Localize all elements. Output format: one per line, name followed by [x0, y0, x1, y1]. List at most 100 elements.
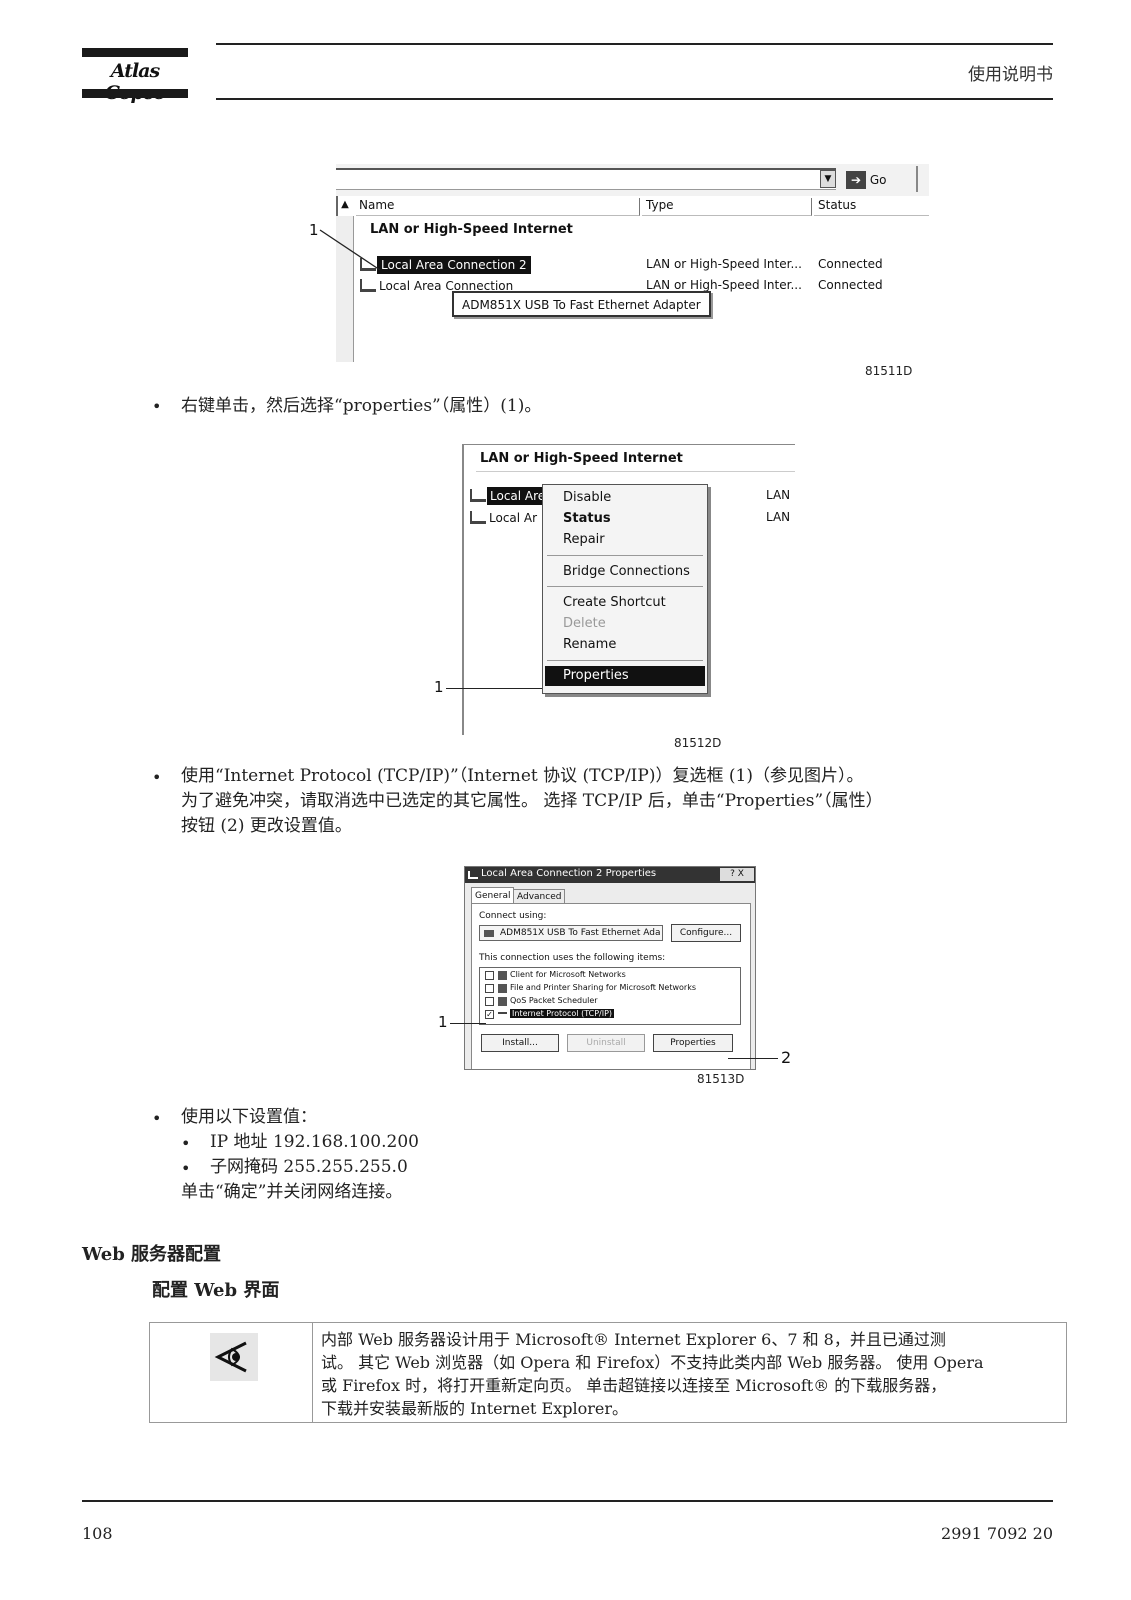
scrollbar-track[interactable] — [336, 216, 354, 362]
properties-button-label: Properties — [670, 1038, 716, 1048]
scroll-up-arrow[interactable]: ▲ — [341, 199, 349, 210]
items-label: This connection uses the following items… — [479, 953, 666, 963]
help-close-buttons[interactable]: ? X — [720, 868, 754, 881]
tab-advanced-label: Advanced — [517, 892, 562, 902]
list-item[interactable]: Local Area Connection — [360, 277, 530, 295]
subnet-mask-setting: 子网掩码 255.255.255.0 — [210, 1157, 408, 1177]
callout-number: 1 — [434, 678, 444, 696]
step-right-click: 右键单击，然后选择“properties”（属性）(1)。 — [181, 396, 542, 416]
row-name: Local Ar — [489, 511, 538, 525]
menu-separator — [547, 660, 703, 661]
menu-item-properties[interactable]: Properties — [545, 666, 705, 686]
network-connection-icon — [360, 279, 376, 292]
callout-leader-line — [728, 1058, 778, 1059]
footer-rule — [82, 1500, 1053, 1502]
dialog-titlebar: Local Area Connection 2 Properties ? X — [465, 867, 755, 883]
row-type: LAN — [766, 488, 791, 502]
item-label: File and Printer Sharing for Microsoft N… — [510, 983, 696, 992]
column-header-type[interactable]: Type — [642, 198, 812, 216]
section-title: Web 服务器配置 — [82, 1244, 222, 1265]
adapter-icon — [484, 930, 494, 937]
ip-address-setting: IP 地址 192.168.100.200 — [210, 1132, 419, 1152]
menu-item-create-shortcut[interactable]: Create Shortcut — [563, 595, 666, 610]
checkbox-checked[interactable]: ✓ — [485, 1010, 494, 1019]
checkbox[interactable] — [485, 971, 494, 980]
tab-general[interactable]: General — [471, 887, 515, 903]
page-number: 108 — [82, 1524, 113, 1543]
note-line: 下载并安装最新版的 Internet Explorer。 — [321, 1399, 629, 1418]
atlas-copco-logo: Atlas Copco — [82, 48, 188, 104]
address-bar[interactable] — [336, 168, 836, 190]
note-box: 内部 Web 服务器设计用于 Microsoft® Internet Explo… — [149, 1322, 1067, 1423]
manual-label: 使用说明书 — [968, 65, 1053, 85]
install-button[interactable]: Install... — [481, 1034, 559, 1052]
dialog-title: Local Area Connection 2 Properties — [481, 868, 657, 879]
header-rule-bottom — [216, 98, 1053, 100]
menu-item-disable[interactable]: Disable — [563, 490, 612, 505]
figure-code: 81512D — [674, 736, 722, 750]
network-component-icon — [498, 997, 507, 1006]
context-menu: Disable Status Repair Bridge Connections… — [542, 484, 708, 694]
group-heading: LAN or High-Speed Internet — [370, 222, 573, 237]
document-number: 2991 7092 20 — [941, 1524, 1053, 1543]
checkbox[interactable] — [485, 984, 494, 993]
bullet: • — [152, 768, 162, 787]
connection-icon — [468, 871, 478, 879]
column-type-label: Type — [646, 198, 674, 212]
column-name-label: Name — [359, 198, 395, 212]
file-list — [336, 196, 929, 362]
column-header-status[interactable]: Status — [814, 198, 929, 216]
install-button-label: Install... — [502, 1038, 538, 1048]
configure-button-label: Configure... — [679, 928, 733, 938]
step-tcpip-line1: 使用“Internet Protocol (TCP/IP)”（Internet … — [181, 766, 864, 786]
menu-item-bridge-connections[interactable]: Bridge Connections — [563, 564, 690, 579]
checkbox[interactable] — [485, 997, 494, 1006]
address-dropdown-button[interactable]: ▼ — [820, 170, 836, 188]
row-type: LAN or High-Speed Inter... — [646, 257, 802, 271]
callout-leader-line — [319, 229, 381, 271]
figure-code: 81511D — [865, 364, 913, 378]
group-heading-underline — [476, 471, 795, 472]
bullet: • — [181, 1159, 191, 1178]
go-arrow-icon: ➔ — [846, 171, 866, 189]
row-type: LAN — [766, 510, 791, 524]
toolbar-separator — [916, 166, 918, 192]
go-button[interactable]: ➔ Go — [846, 170, 896, 190]
tab-advanced[interactable]: Advanced — [513, 889, 566, 903]
menu-separator — [547, 586, 703, 587]
figure-network-connections: ▼ ➔ Go ▲ Name Type Status LAN or High-Sp… — [336, 164, 929, 362]
note-text: 内部 Web 服务器设计用于 Microsoft® Internet Explo… — [321, 1328, 1061, 1420]
column-status-label: Status — [818, 198, 857, 212]
note-line: 试。 其它 Web 浏览器（如 Opera 和 Firefox）不支持此类内部 … — [321, 1353, 984, 1372]
callout-number: 1 — [309, 221, 319, 239]
menu-item-status[interactable]: Status — [563, 511, 611, 526]
configure-button[interactable]: Configure... — [671, 924, 741, 942]
step-tcpip-line2: 为了避免冲突，请取消选中已选定的其它属性。 选择 TCP/IP 后，单击“Pro… — [181, 791, 883, 811]
group-heading: LAN or High-Speed Internet — [480, 451, 683, 466]
settings-intro: 使用以下设置值： — [181, 1107, 317, 1127]
menu-item-delete: Delete — [563, 616, 606, 631]
callout-leader-line — [450, 1023, 486, 1024]
adapter-name: ADM851X USB To Fast Ethernet Ada — [500, 928, 661, 938]
callout-leader-line — [446, 688, 542, 689]
column-header-name[interactable]: Name — [356, 198, 640, 216]
header-rule-top — [216, 43, 1053, 45]
row-name: Local Area Connection — [379, 279, 514, 293]
list-item[interactable]: Local Area Connection 2 — [360, 256, 531, 274]
uninstall-button: Uninstall — [567, 1034, 645, 1052]
step-tcpip-line3: 按钮 (2) 更改设置值。 — [181, 816, 352, 836]
menu-item-properties-label: Properties — [563, 668, 629, 683]
network-connection-icon — [470, 511, 486, 524]
bullet: • — [181, 1134, 191, 1153]
menu-item-rename[interactable]: Rename — [563, 637, 617, 652]
eye-icon-graphic — [214, 1341, 247, 1373]
note-divider — [312, 1323, 313, 1422]
note-line: 内部 Web 服务器设计用于 Microsoft® Internet Explo… — [321, 1330, 946, 1349]
adapter-field: ADM851X USB To Fast Ethernet Ada — [479, 925, 663, 941]
properties-button[interactable]: Properties — [653, 1034, 733, 1052]
adapter-tooltip: ADM851X USB To Fast Ethernet Adapter — [452, 291, 711, 317]
item-label: Client for Microsoft Networks — [510, 970, 626, 979]
menu-separator — [547, 555, 703, 556]
item-label: Internet Protocol (TCP/IP) — [510, 1009, 615, 1018]
menu-item-repair[interactable]: Repair — [563, 532, 605, 547]
